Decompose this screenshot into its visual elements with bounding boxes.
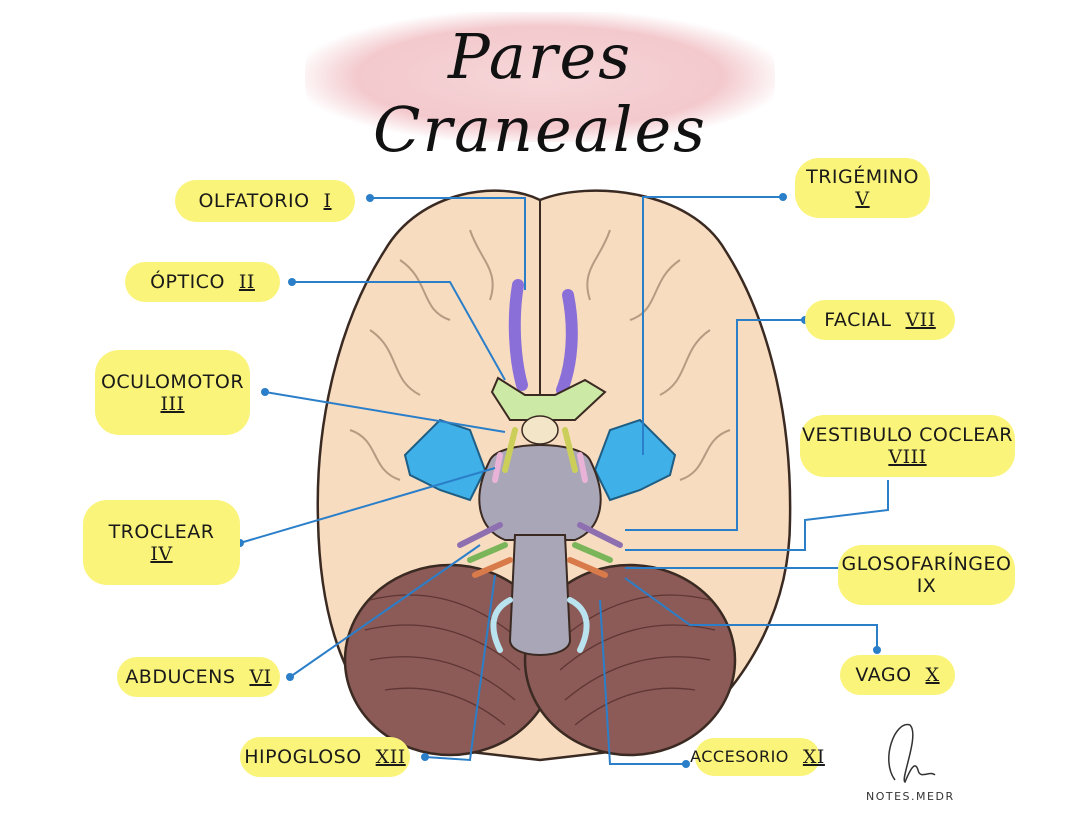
nerve-numeral: V — [855, 188, 870, 210]
label-vago: VAGO X — [840, 655, 955, 695]
nerve-numeral: I — [323, 190, 332, 212]
pons — [478, 444, 602, 541]
label-accesorio: ACCESORIO XI — [690, 738, 824, 776]
cerebellum-folia — [364, 594, 716, 726]
label-hipogloso: HIPOGLOSO XII — [240, 737, 410, 777]
medulla — [508, 534, 572, 656]
nerve-name: HIPOGLOSO — [244, 746, 362, 768]
leader-lines — [239, 196, 889, 765]
label-optico: ÓPTICO II — [125, 262, 280, 302]
nerve-name: VAGO — [855, 664, 912, 686]
nerve-name: ABDUCENS — [125, 666, 236, 688]
nerve-name: GLOSOFARÍNGEO — [841, 553, 1012, 575]
olfactory-bulb-right — [556, 289, 578, 396]
label-olfatorio: OLFATORIO I — [175, 180, 355, 222]
optic-chiasm — [490, 376, 607, 421]
signature-logo — [888, 724, 936, 783]
nerve-numeral: VII — [905, 309, 936, 331]
nerve-numeral: III — [160, 392, 185, 415]
nerve-numeral: X — [925, 664, 940, 686]
nerve-numeral: XII — [375, 746, 406, 768]
label-abducens: ABDUCENS VI — [117, 657, 280, 697]
nerve-name: OCULOMOTOR — [100, 370, 245, 393]
gyri — [349, 229, 731, 481]
label-facial: FACIAL VII — [805, 300, 955, 340]
cerebellum-right — [523, 563, 737, 757]
page-title: Pares Craneales — [373, 20, 707, 166]
nerve-name: VESTIBULO COCLEAR — [802, 424, 1013, 446]
nerve-numeral: II — [238, 271, 255, 293]
vessel-right — [593, 418, 677, 502]
nerve-name: OLFATORIO — [198, 190, 310, 212]
nerve-name: TROCLEAR — [108, 520, 215, 543]
nerve-stubs — [457, 427, 623, 653]
title-banner — [305, 12, 775, 142]
nerve-name: ÓPTICO — [150, 271, 225, 293]
nerve-numeral: VI — [249, 666, 272, 688]
pituitary — [521, 415, 559, 445]
olfactory-bulb-left — [508, 279, 528, 391]
nerve-numeral: IX — [916, 575, 937, 597]
signature-text: NOTES.MEDR — [866, 790, 955, 803]
nerve-name: FACIAL — [824, 309, 892, 331]
nerve-numeral: VIII — [888, 446, 927, 468]
nerve-numeral: XI — [802, 746, 825, 768]
nerve-name: TRIGÉMINO — [806, 166, 919, 188]
nerve-name: ACCESORIO — [690, 747, 789, 766]
nerve-numeral: IV — [150, 542, 173, 565]
